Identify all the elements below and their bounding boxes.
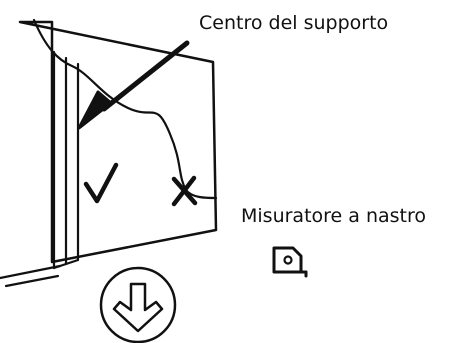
down-arrow-circle-icon bbox=[99, 266, 177, 343]
tape-measure-icon bbox=[272, 246, 308, 278]
mounting-strips bbox=[52, 50, 80, 270]
wall-panel bbox=[18, 20, 218, 264]
tape-measure-label: Misuratore a nastro bbox=[241, 205, 426, 227]
floor-lines bbox=[0, 264, 62, 288]
check-mark bbox=[83, 162, 119, 204]
x-mark bbox=[171, 175, 198, 207]
support-center-label: Centro del supporto bbox=[199, 12, 389, 34]
support-center-arrow bbox=[77, 40, 190, 130]
